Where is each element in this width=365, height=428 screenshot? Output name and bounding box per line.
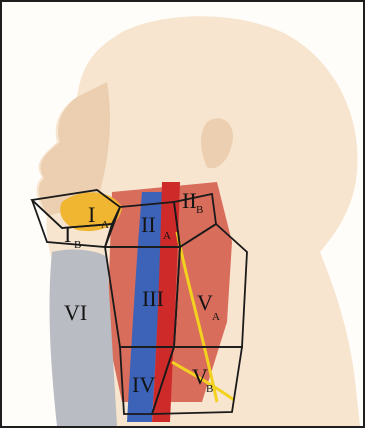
level-III-main: III [142, 286, 164, 311]
level-IIA-sub: A [163, 230, 171, 242]
level-IB-main: I [64, 222, 71, 247]
level-IIA-main: II [141, 212, 156, 237]
level-IA-sub: A [101, 219, 109, 231]
level-IIB-main: II [182, 188, 197, 213]
level-IV-main: IV [132, 372, 155, 397]
level-IIB-sub: B [196, 204, 203, 216]
trachea [50, 250, 117, 426]
level-VB-sub: B [206, 383, 213, 395]
neck-anatomy-illustration: I A I B II A II B III IV V A V B VI [2, 2, 363, 426]
level-IA-main: I [88, 202, 95, 227]
level-VA-main: V [197, 290, 213, 315]
level-VI-main: VI [64, 300, 87, 325]
level-IB-sub: B [74, 239, 81, 251]
level-label-VI: VI [64, 300, 87, 325]
level-label-III: III [142, 286, 164, 311]
level-label-IV: IV [132, 372, 155, 397]
level-VA-sub: A [212, 311, 220, 323]
